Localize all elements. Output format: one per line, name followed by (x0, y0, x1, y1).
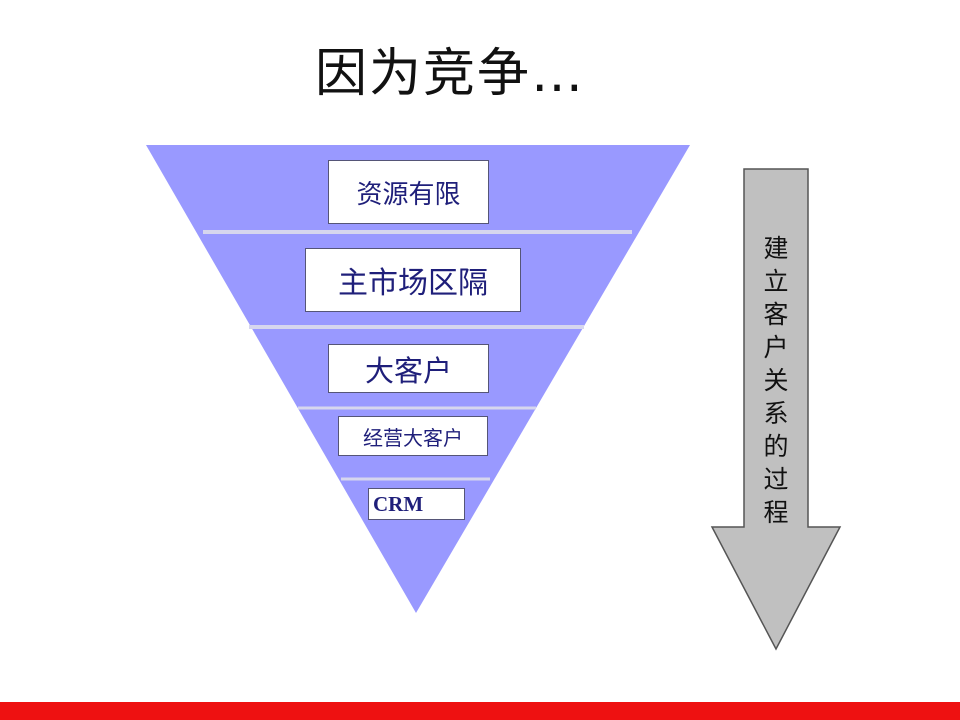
arrow-label-char: 的 (763, 432, 789, 461)
funnel-label-manage-key-accounts: 经营大客户 (338, 416, 488, 456)
arrow-label-char: 立 (763, 267, 789, 296)
process-arrow (710, 168, 842, 651)
funnel-label-main-market-segmentation: 主市场区隔 (305, 248, 521, 312)
arrow-label-char: 系 (763, 399, 789, 428)
arrow-label-char: 建 (763, 234, 789, 263)
arrow-label-char: 关 (763, 366, 789, 395)
arrow-label-char: 程 (763, 498, 789, 527)
arrow-label-char: 户 (763, 333, 789, 362)
funnel-label-resources-limited: 资源有限 (328, 160, 489, 224)
arrow-label-char: 客 (763, 300, 789, 329)
accent-bar (0, 702, 960, 720)
arrow-label-char: 过 (763, 465, 789, 494)
funnel-label-crm: CRM (368, 488, 465, 520)
process-arrow-label: 建 立 客 户 关 系 的 过 程 (748, 232, 804, 529)
funnel-label-key-accounts: 大客户 (328, 344, 489, 393)
slide-title: 因为竞争… (314, 44, 585, 104)
